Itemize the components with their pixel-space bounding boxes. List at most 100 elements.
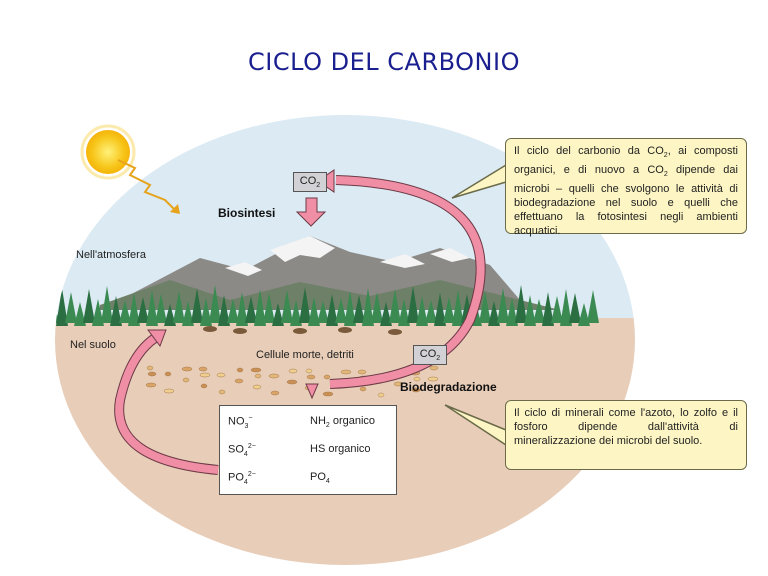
- tree: [389, 289, 401, 323]
- tree: [191, 288, 203, 323]
- callout-bottom-pointer: [444, 404, 507, 446]
- debris-particle: [286, 379, 298, 385]
- callout-carbon-cycle: Il ciclo del carbonio da CO2, ai compost…: [505, 138, 747, 237]
- debris-particle: [164, 371, 172, 377]
- mineral-return-arrow: [114, 329, 219, 475]
- debris-particle: [377, 392, 385, 398]
- tree: [245, 296, 257, 323]
- tree: [353, 295, 365, 323]
- tree: [398, 299, 410, 326]
- tree: [236, 292, 248, 326]
- tree: [173, 291, 185, 323]
- tree: [65, 292, 77, 323]
- debris-particle: [234, 378, 244, 384]
- tree: [128, 293, 140, 326]
- organic-nh2-label: NH2 organico: [310, 415, 376, 430]
- tree: [38, 291, 50, 326]
- tree: [524, 295, 536, 326]
- sulfate-label: SO42−: [228, 443, 256, 458]
- suolo-label: Nel suolo: [70, 339, 116, 351]
- tree: [299, 287, 311, 323]
- tree: [74, 302, 86, 326]
- debris-particle: [413, 376, 421, 382]
- animals: [203, 326, 402, 335]
- biosintesi-label: Biosintesi: [218, 206, 276, 220]
- debris-particle: [182, 377, 190, 383]
- tree: [92, 299, 104, 326]
- biosintesi-arrow: [295, 197, 327, 227]
- tree: [209, 285, 221, 323]
- debris-particle: [357, 369, 367, 375]
- debris-particle: [322, 391, 334, 397]
- tree: [83, 289, 95, 323]
- tree: [227, 299, 239, 323]
- debris-particle: [359, 386, 367, 392]
- tree: [371, 292, 383, 323]
- tree: [515, 285, 527, 323]
- debris-particle: [146, 365, 154, 371]
- debris-particle: [268, 373, 280, 379]
- tree: [542, 292, 554, 326]
- respiration-arrow: [305, 169, 486, 400]
- tree: [443, 297, 455, 323]
- tree: [281, 290, 293, 323]
- co2-soil-box: CO2: [413, 345, 447, 365]
- forest: [29, 285, 599, 326]
- tree: [56, 288, 68, 326]
- debris-particle: [340, 369, 352, 375]
- organic-po4-label: PO4: [310, 471, 330, 486]
- mineralization-box: NO3− NH2 organico SO42− HS organico PO42…: [219, 405, 397, 495]
- tree: [506, 298, 518, 326]
- tree: [578, 303, 590, 326]
- debris-particle: [145, 382, 157, 388]
- co2-atmosphere-box: CO2: [293, 172, 327, 192]
- tree: [380, 302, 392, 326]
- mineral-row-nitrogen: NO3− NH2 organico: [220, 410, 396, 434]
- debris-particle: [427, 376, 439, 382]
- debris-particle: [199, 372, 211, 378]
- nitrate-label: NO3−: [228, 415, 253, 430]
- tree: [452, 290, 464, 326]
- page-title: CICLO DEL CARBONIO: [248, 48, 520, 76]
- debris-particle: [270, 390, 280, 396]
- debris-particle: [393, 381, 403, 387]
- tree: [263, 293, 275, 323]
- tree: [290, 300, 302, 326]
- tree: [155, 294, 167, 323]
- tree: [569, 293, 581, 323]
- tree: [200, 298, 212, 326]
- debris-particle: [429, 365, 439, 371]
- tree: [560, 289, 572, 326]
- atmosfera-label: Nell'atmosfera: [76, 249, 146, 261]
- tree: [254, 289, 266, 326]
- debris-particle: [198, 366, 208, 372]
- debris-particle: [218, 389, 226, 395]
- debris-particle: [252, 384, 262, 390]
- tree: [344, 291, 356, 326]
- tree: [407, 286, 419, 323]
- tree: [416, 296, 428, 326]
- tree: [479, 291, 491, 323]
- mineral-row-sulfur: SO42− HS organico: [220, 438, 396, 462]
- callout-mineral-cycle: Il ciclo di minerali come l'azoto, lo zo…: [505, 400, 747, 470]
- tree: [119, 300, 131, 323]
- debris-particle: [254, 373, 262, 379]
- mineral-row-phosphorus: PO42− PO4: [220, 466, 396, 490]
- organic-hs-label: HS organico: [310, 443, 371, 455]
- tree: [488, 301, 500, 326]
- debris-particle: [181, 366, 193, 372]
- debris-particle: [200, 383, 208, 389]
- debris-particle: [306, 374, 316, 380]
- debris-particle: [323, 374, 331, 380]
- debris-particle: [288, 368, 298, 374]
- debris-particle: [147, 371, 157, 377]
- debris-particle: [163, 388, 175, 394]
- tree: [326, 294, 338, 326]
- debris-particle: [250, 367, 262, 373]
- callout-top-pointer: [451, 164, 507, 199]
- tree: [587, 290, 599, 323]
- debris-particle: [305, 368, 313, 374]
- tree: [29, 298, 41, 323]
- tree: [182, 301, 194, 326]
- tree: [101, 286, 113, 323]
